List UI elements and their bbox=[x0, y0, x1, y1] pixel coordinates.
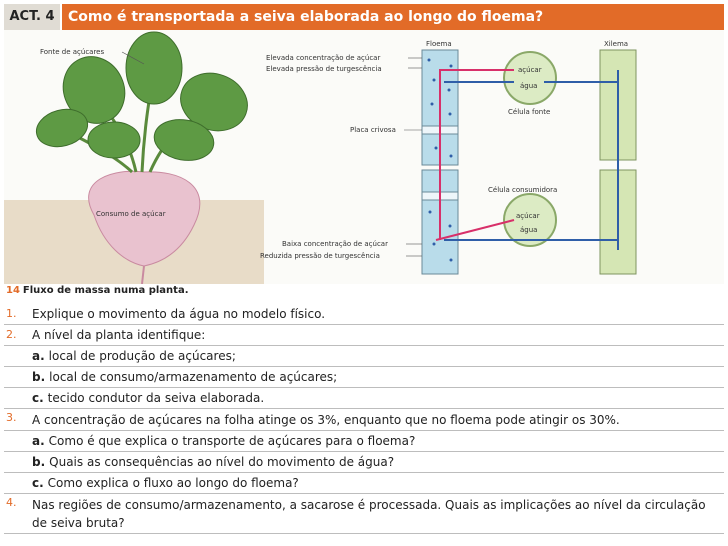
sub-question-text: Como é que explica o transporte de açúca… bbox=[49, 434, 416, 448]
activity-number: ACT. 4 bbox=[4, 4, 60, 30]
sub-question-letter: b. bbox=[32, 370, 45, 384]
question-3: 3. A concentração de açúcares na folha a… bbox=[4, 409, 724, 431]
question-2: 2. A nível da planta identifique: bbox=[4, 325, 724, 346]
question-number: 2. bbox=[6, 325, 17, 345]
sub-question-text: local de produção de açúcares; bbox=[49, 349, 236, 363]
label-sugar-consumption: Consumo de açúcar bbox=[96, 210, 166, 218]
question-3a: a. Como é que explica o transporte de açú… bbox=[4, 431, 724, 452]
figure-caption-text: Fluxo de massa numa planta. bbox=[23, 285, 189, 296]
label-consumer-cell: Célula consumidora bbox=[488, 186, 557, 194]
label-high-pressure: Elevada pressão de turgescência bbox=[266, 65, 382, 73]
label-sugar-source: Fonte de açúcares bbox=[40, 48, 104, 56]
question-text: A nível da planta identifique: bbox=[32, 328, 205, 342]
question-text: A concentração de açúcares na folha atin… bbox=[32, 413, 620, 427]
label-sugar-source-cell: açúcar bbox=[518, 66, 542, 74]
label-sugar-consumer-cell: açúcar bbox=[516, 212, 540, 220]
sub-question-letter: c. bbox=[32, 476, 44, 490]
question-number: 1. bbox=[6, 304, 17, 324]
question-text: Explique o movimento da água no modelo f… bbox=[32, 307, 325, 321]
label-source-cell: Célula fonte bbox=[508, 108, 550, 116]
label-low-pressure: Reduzida pressão de turgescência bbox=[260, 252, 380, 260]
label-phloem: Floema bbox=[426, 40, 452, 48]
question-3c: c. Como explica o fluxo ao longo do floem… bbox=[4, 473, 724, 494]
question-list: 1. Explique o movimento da água no model… bbox=[4, 304, 724, 534]
label-water-consumer-cell: água bbox=[520, 226, 537, 234]
sub-question-letter: a. bbox=[32, 349, 45, 363]
question-2b: b. local de consumo/armazenamento de açúc… bbox=[4, 367, 724, 388]
sub-question-letter: c. bbox=[32, 391, 44, 405]
question-3b: b. Quais as consequências ao nível do mov… bbox=[4, 452, 724, 473]
sub-question-text: Quais as consequências ao nível do movim… bbox=[49, 455, 394, 469]
sub-question-letter: b. bbox=[32, 455, 45, 469]
question-2c: c. tecido condutor da seiva elaborada. bbox=[4, 388, 724, 409]
label-low-sugar: Baixa concentração de açúcar bbox=[282, 240, 388, 248]
question-1: 1. Explique o movimento da água no model… bbox=[4, 304, 724, 325]
question-text: Nas regiões de consumo/armazenamento, a … bbox=[32, 498, 706, 530]
sub-question-text: Como explica o fluxo ao longo do floema? bbox=[48, 476, 299, 490]
sub-question-text: tecido condutor da seiva elaborada. bbox=[48, 391, 264, 405]
label-sieve-plate: Placa crivosa bbox=[350, 126, 396, 134]
label-xylem: Xilema bbox=[604, 40, 628, 48]
question-2a: a. local de produção de açúcares; bbox=[4, 346, 724, 367]
sub-question-text: local de consumo/armazenamento de açúcar… bbox=[49, 370, 337, 384]
question-number: 3. bbox=[6, 409, 17, 427]
source-cell bbox=[504, 52, 556, 104]
question-4: 4. Nas regiões de consumo/armazenamento,… bbox=[4, 494, 724, 534]
activity-header: ACT. 4 Como é transportada a seiva elabo… bbox=[0, 4, 728, 30]
figure-number: 14 bbox=[6, 285, 20, 296]
sub-question-letter: a. bbox=[32, 434, 45, 448]
mass-flow-figure: Fonte de açúcares Consumo de açúcar Elev… bbox=[4, 30, 724, 284]
activity-title: Como é transportada a seiva elaborada ao… bbox=[62, 4, 724, 30]
label-high-sugar: Elevada concentração de açúcar bbox=[266, 54, 380, 62]
question-number: 4. bbox=[6, 494, 17, 512]
label-water-source-cell: água bbox=[520, 82, 537, 90]
